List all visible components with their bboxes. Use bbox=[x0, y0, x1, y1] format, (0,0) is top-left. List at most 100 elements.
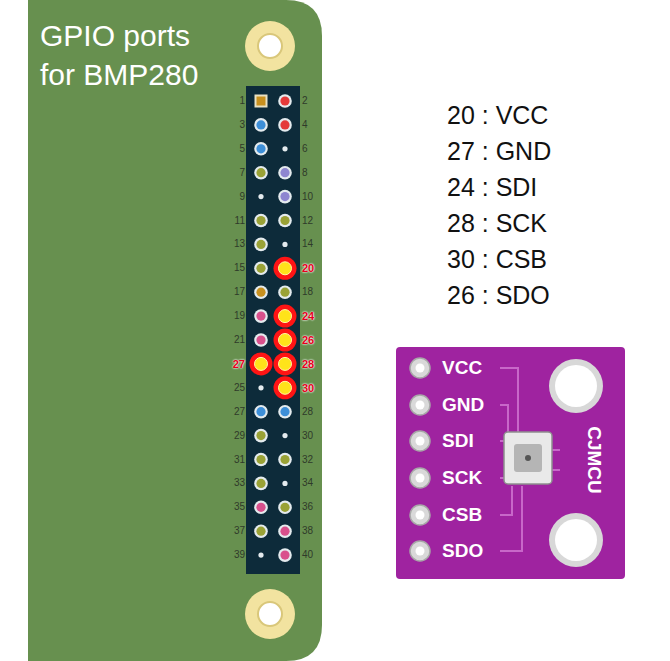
gpio-pins bbox=[250, 94, 297, 562]
pin-label: GND bbox=[442, 394, 484, 416]
gpio-pin-core bbox=[256, 240, 265, 249]
pin-number: 37 bbox=[217, 523, 245, 539]
pin-number: 13 bbox=[217, 236, 245, 252]
ground-pin bbox=[282, 146, 287, 151]
gpio-pin bbox=[254, 214, 268, 228]
gpio-pin-core bbox=[256, 264, 265, 273]
gpio-pin-core bbox=[256, 503, 265, 512]
gpio-pin bbox=[254, 453, 268, 467]
gpio-pin-core bbox=[256, 288, 265, 297]
gpio-pin-core bbox=[256, 335, 265, 344]
gpio-pin bbox=[278, 166, 292, 180]
ground-pin bbox=[258, 385, 263, 390]
gpio-pin bbox=[278, 524, 292, 538]
gpio-pin bbox=[278, 214, 292, 228]
gpio-pin-core bbox=[280, 455, 289, 464]
gpio-pin bbox=[254, 429, 268, 443]
ground-pin bbox=[258, 553, 263, 558]
gpio-pin-core bbox=[280, 527, 289, 536]
gpio-pin bbox=[254, 333, 268, 347]
square-pin bbox=[255, 95, 268, 108]
gpio-pin-core bbox=[256, 431, 265, 440]
gpio-pin-core bbox=[280, 192, 289, 201]
pin-number: 2 bbox=[302, 93, 330, 109]
pi-board bbox=[28, 0, 322, 661]
pin-number: 9 bbox=[217, 189, 245, 205]
pin-number: 38 bbox=[302, 523, 330, 539]
pin-label: SDI bbox=[442, 430, 474, 452]
pin-number: 27 bbox=[217, 404, 245, 420]
gpio-pin-core bbox=[256, 312, 265, 321]
pin-number: 40 bbox=[302, 547, 330, 563]
pin-number: 14 bbox=[302, 236, 330, 252]
highlighted-pin bbox=[274, 305, 297, 328]
gpio-pin-core bbox=[256, 120, 265, 129]
gpio-pin bbox=[254, 238, 268, 252]
gpio-pin bbox=[278, 190, 292, 204]
square-pin-core bbox=[257, 97, 266, 106]
pin-number: 19 bbox=[217, 308, 245, 324]
pin-number: 4 bbox=[302, 117, 330, 133]
gpio-pin bbox=[278, 285, 292, 299]
pin-mapping: 28 : SCK bbox=[447, 208, 547, 238]
highlighted-pin bbox=[274, 329, 297, 352]
gpio-header bbox=[246, 86, 300, 574]
highlighted-pin-core bbox=[279, 310, 292, 323]
gpio-pin bbox=[254, 142, 268, 156]
highlighted-pin bbox=[250, 352, 273, 375]
highlighted-pin bbox=[274, 376, 297, 399]
gpio-pin-core bbox=[256, 216, 265, 225]
pin-number: 28 bbox=[302, 404, 330, 420]
gpio-pin-core bbox=[280, 216, 289, 225]
pin-number: 10 bbox=[302, 189, 330, 205]
gpio-pin bbox=[254, 118, 268, 132]
pin-number: 21 bbox=[217, 332, 245, 348]
gpio-pin bbox=[254, 285, 268, 299]
gpio-pin bbox=[254, 477, 268, 491]
gpio-pin-core bbox=[280, 96, 289, 105]
pin-number: 29 bbox=[217, 428, 245, 444]
pin-number: 31 bbox=[217, 452, 245, 468]
pin-number: 3 bbox=[217, 117, 245, 133]
highlighted-pin bbox=[274, 352, 297, 375]
pin-number: 34 bbox=[302, 475, 330, 491]
pin-number: 8 bbox=[302, 165, 330, 181]
gpio-pin bbox=[254, 405, 268, 419]
bmp280-breakout bbox=[396, 347, 625, 579]
highlighted-pin-number: 30 bbox=[302, 380, 330, 396]
pin-number: 18 bbox=[302, 284, 330, 300]
pin-number: 32 bbox=[302, 452, 330, 468]
gpio-pin-core bbox=[280, 407, 289, 416]
pin-number: 36 bbox=[302, 499, 330, 515]
gpio-pin bbox=[278, 94, 292, 108]
pin-mapping: 30 : CSB bbox=[447, 244, 547, 274]
pin-number: 25 bbox=[217, 380, 245, 396]
highlighted-pin-number: 24 bbox=[302, 308, 330, 324]
gpio-pin-core bbox=[280, 503, 289, 512]
mounting-hole bbox=[245, 589, 295, 639]
gpio-pin bbox=[278, 548, 292, 562]
pin-number: 12 bbox=[302, 213, 330, 229]
gpio-pin-core bbox=[280, 551, 289, 560]
pin-number: 33 bbox=[217, 475, 245, 491]
mounting-hole bbox=[245, 21, 295, 71]
gpio-pin bbox=[278, 118, 292, 132]
pin-number: 11 bbox=[217, 213, 245, 229]
gpio-pin-core bbox=[280, 168, 289, 177]
gpio-pin-core bbox=[280, 288, 289, 297]
pin-number: 35 bbox=[217, 499, 245, 515]
pin-number: 30 bbox=[302, 428, 330, 444]
highlighted-pin-core bbox=[279, 357, 292, 370]
highlighted-pin-core bbox=[279, 381, 292, 394]
pin-mapping: 24 : SDI bbox=[447, 172, 537, 202]
gpio-pin bbox=[278, 501, 292, 515]
gpio-pin bbox=[278, 405, 292, 419]
ground-pin bbox=[282, 481, 287, 486]
pin-label: SDO bbox=[442, 540, 483, 562]
highlighted-pin-number: 20 bbox=[302, 260, 330, 276]
highlighted-pin-number: 26 bbox=[302, 332, 330, 348]
gpio-pin-core bbox=[256, 407, 265, 416]
pin-number: 15 bbox=[217, 260, 245, 276]
pin-number: 7 bbox=[217, 165, 245, 181]
pin-label: VCC bbox=[442, 357, 482, 379]
